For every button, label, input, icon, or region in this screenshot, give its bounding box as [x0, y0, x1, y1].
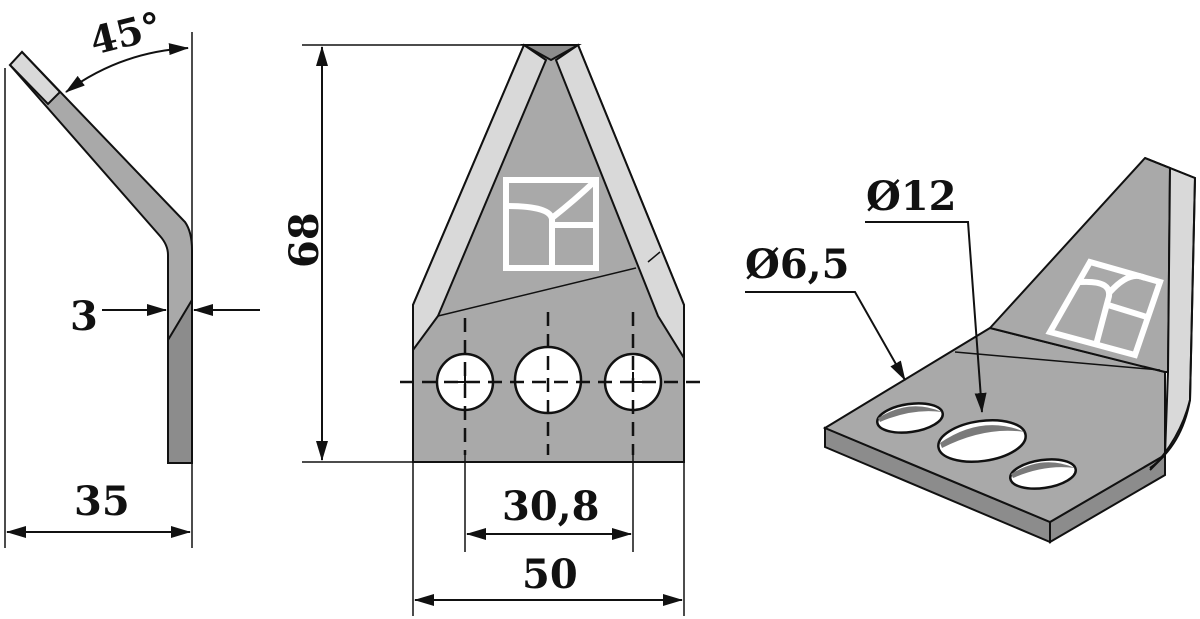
front-view-bend-line: [437, 267, 637, 317]
front-view-tip: [520, 44, 582, 62]
isometric-view: Ø6,5 Ø12: [745, 156, 1197, 544]
thickness-dimension-label: 3: [70, 293, 98, 340]
iso-hole-small-left-shade: [878, 406, 942, 422]
side-view: 45° 3 35: [4, 3, 260, 548]
front-view: 68 30,8 50: [281, 43, 700, 616]
front-view-bend-tick: [647, 251, 661, 263]
small-hole-leader: [745, 291, 906, 381]
brand-logo-icon: [503, 177, 599, 271]
side-view-edge-highlight: [8, 50, 62, 106]
width-dimension-label: 50: [522, 551, 578, 598]
height-dimension-label: 68: [281, 212, 328, 268]
front-view-right-bevel: [554, 43, 685, 362]
iso-hole-small-right-shade: [1011, 462, 1075, 478]
front-view-left-bevel: [412, 43, 548, 354]
iso-hole-large-shade: [940, 425, 1025, 448]
iso-wing-edge-outline: [1144, 157, 1197, 469]
hole-spacing-dimension-label: 30,8: [502, 483, 599, 530]
iso-bend-line: [954, 351, 1161, 371]
iso-brand-logo-icon: [1045, 258, 1164, 359]
small-hole-dimension-label: Ø6,5: [745, 241, 849, 288]
depth-dimension-label: 35: [74, 478, 130, 525]
angle-dimension-arc: [65, 43, 189, 93]
large-hole-leader: [865, 221, 987, 413]
angle-dimension-label: 45°: [85, 3, 166, 64]
large-hole-dimension-label: Ø12: [866, 173, 957, 220]
side-view-blade-profile: [8, 50, 193, 464]
